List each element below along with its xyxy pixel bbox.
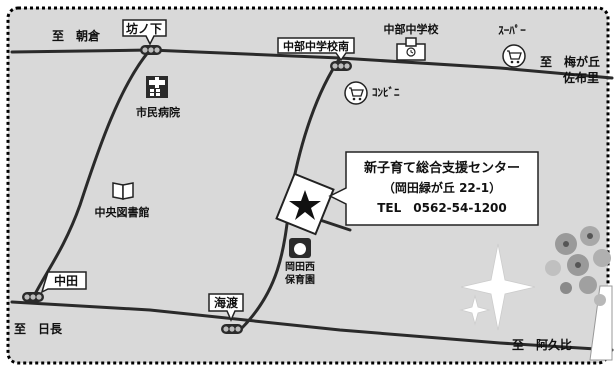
svg-text:中田: 中田 [54,273,78,288]
destination-tel: TEL 0562-54-1200 [377,201,507,215]
direction-nichou: 至 日長 [14,321,63,336]
flower-decoration [545,226,613,361]
svg-text:中部中学校南: 中部中学校南 [283,39,349,53]
direction-sakura: 佐布里 [562,70,599,85]
hospital-icon [146,76,168,98]
landmark-shimin-byoin: 市民病院 [136,105,180,119]
destination-callout: 新子育て総合支援センター （岡田緑が丘 22-1） TEL 0562-54-12… [328,151,539,226]
landmark-super: ｽｰﾊﾟｰ [498,23,526,37]
destination-address: （岡田緑が丘 22-1） [383,180,501,195]
child-face-icon [289,238,311,258]
svg-text:坊ノ下: 坊ノ下 [126,21,162,36]
direction-umegaoka: 至 梅が丘 [540,54,600,69]
traffic-light-icon [22,292,44,302]
landmark-okada-nishi-line2: 保育園 [284,273,315,286]
intersection-nakata: 中田 [40,271,87,294]
shopping-cart-icon [502,44,526,68]
shopping-cart-icon [344,81,368,105]
road-south [10,300,614,352]
traffic-light-icon [330,61,352,71]
landmark-convenience: ｺﾝﾋﾞﾆ [372,85,400,99]
intersection-kaito: 海渡 [208,293,244,322]
traffic-light-icon [221,324,243,334]
landmark-okada-nishi-line1: 岡田西 [285,261,315,273]
direction-akuhi: 至 阿久比 [512,337,572,352]
traffic-light-icon [140,45,162,55]
school-clock-icon [396,37,426,61]
direction-asakura: 至 朝倉 [52,28,101,43]
landmark-chubu-chugakko: 中部中学校 [384,22,440,36]
star-icon [289,190,321,220]
sparkle-decoration [459,243,536,331]
book-icon [112,182,134,200]
intersection-chubu-chugakko-minami: 中部中学校南 [277,37,355,62]
destination-marker [275,172,335,236]
svg-text:海渡: 海渡 [214,295,239,310]
landmark-chuo-toshokan: 中央図書館 [95,205,150,219]
intersection-bounoshita: 坊ノ下 [122,19,167,46]
destination-name: 新子育て総合支援センター [364,160,520,176]
